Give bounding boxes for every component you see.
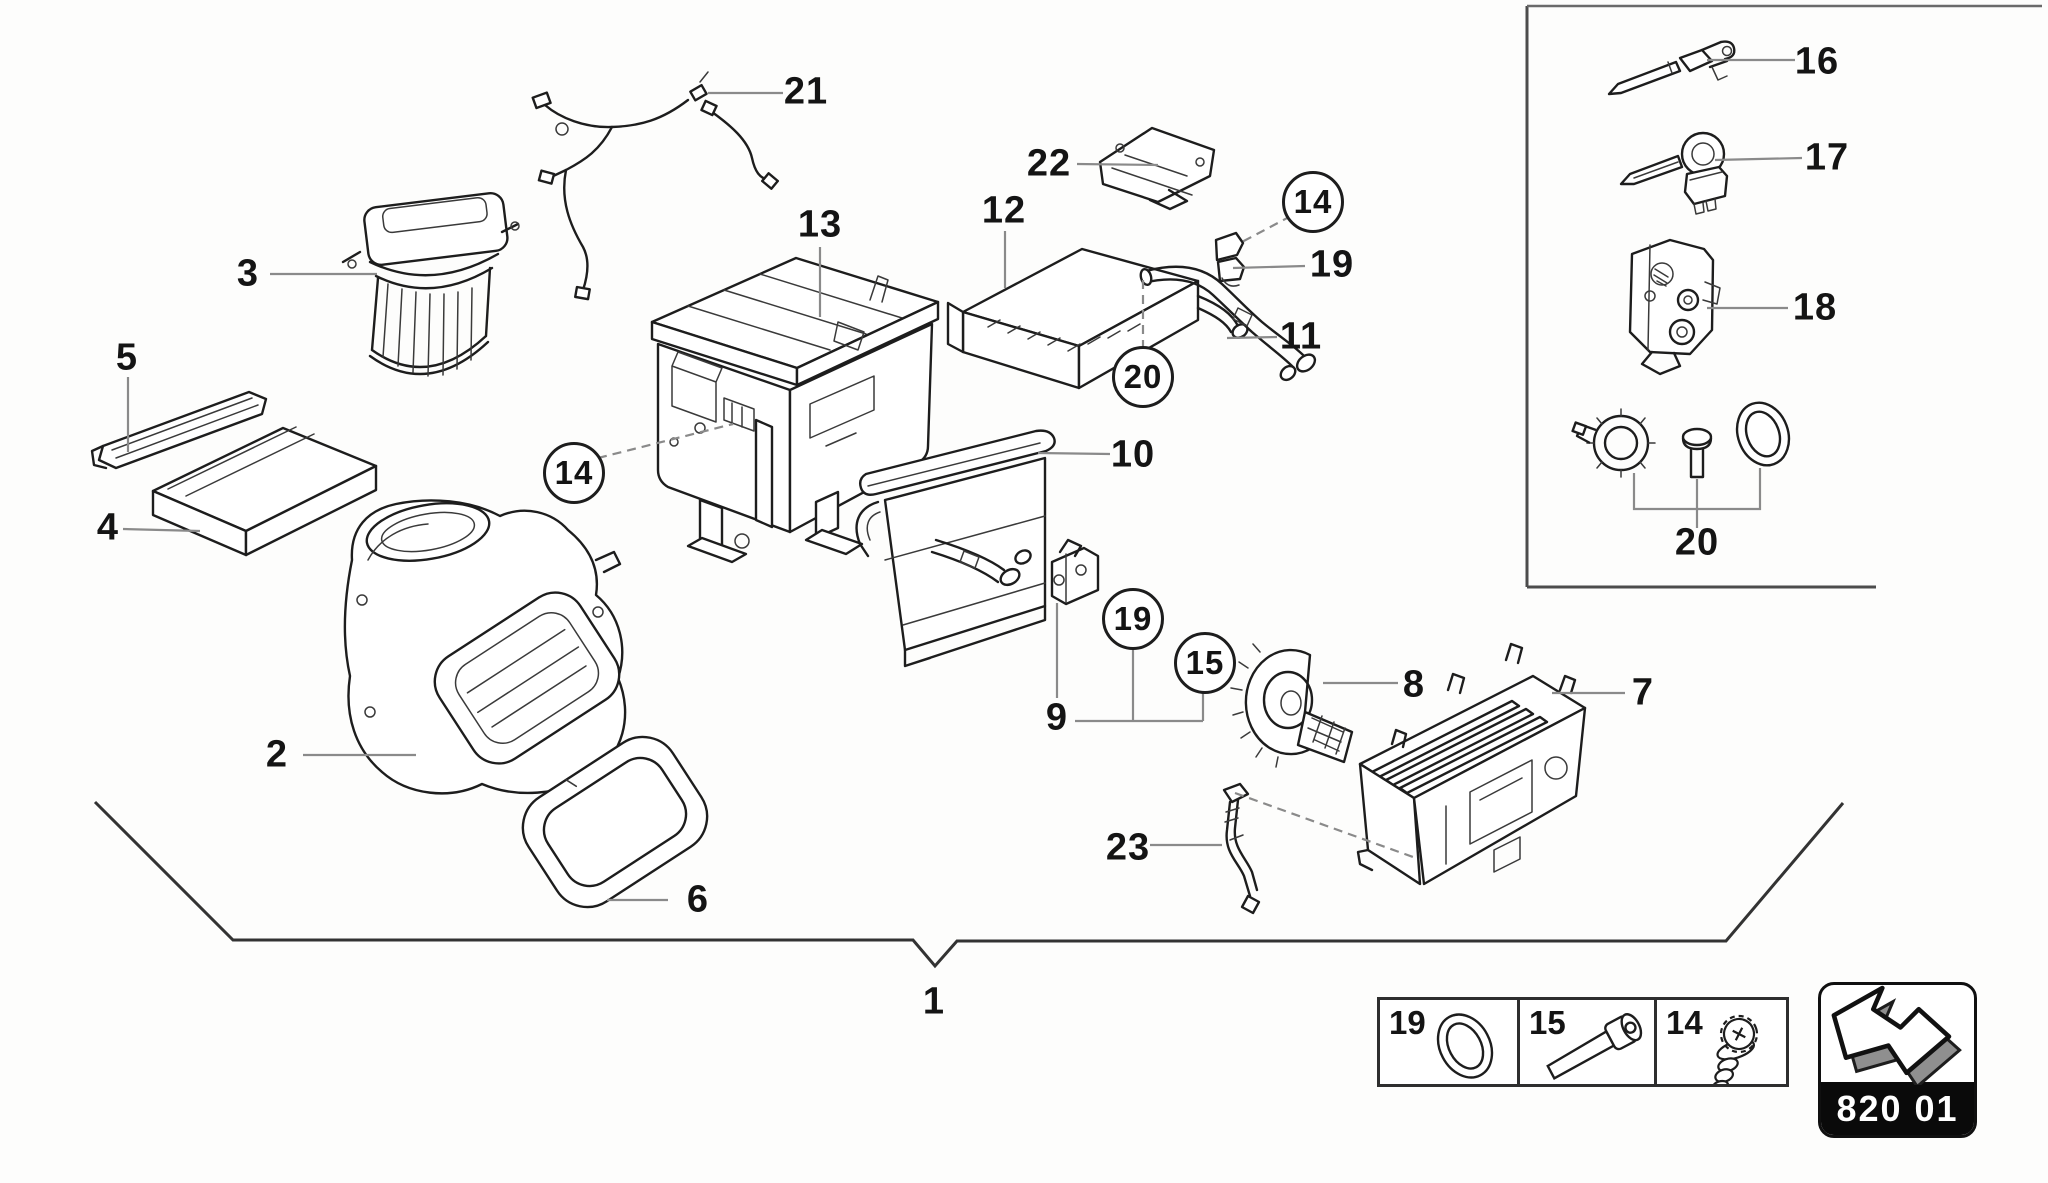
socket-head-bolt-icon <box>1546 1013 1643 1080</box>
callout-7: 7 <box>1631 671 1655 714</box>
callout-23: 23 <box>1105 826 1151 869</box>
part-21-wiring-harness <box>531 71 780 301</box>
legend-cell-oring: 19 <box>1380 1000 1520 1084</box>
badge-code: 820 01 <box>1821 1082 1974 1135</box>
direction-arrow-3d-icon <box>1831 985 1962 1085</box>
callout-3: 3 <box>236 252 260 295</box>
callout-21: 21 <box>783 70 829 113</box>
part-23-condensate-drain <box>1222 782 1261 915</box>
callout-1: 1 <box>922 980 946 1023</box>
part-9-expansion-valve <box>1050 538 1100 606</box>
catalog-sheet-badge: 820 01 <box>1818 982 1977 1138</box>
callout-circled-15: 15 <box>1174 632 1236 694</box>
callout-12: 12 <box>981 189 1027 232</box>
callout-circled-14: 14 <box>1282 171 1344 233</box>
part-2-intake-housing <box>343 499 627 795</box>
part-11-refrigerant-pipes <box>1139 265 1317 382</box>
legend-cell-screw: 14 <box>1657 1000 1789 1093</box>
assembly-bracket-line <box>93 800 1845 969</box>
part-18-flap-actuator <box>1628 238 1721 376</box>
legend-cell-bolt: 15 <box>1520 1000 1657 1084</box>
callout-circled-14: 14 <box>543 442 605 504</box>
callout-16: 16 <box>1794 40 1840 83</box>
part-6-duct-seal <box>521 735 709 909</box>
sensor-box-frame <box>1525 4 2042 589</box>
legend-label: 15 <box>1529 1004 1566 1041</box>
callout-10: 10 <box>1110 433 1156 476</box>
callout-circled-19: 19 <box>1102 588 1164 650</box>
part-10-evaporator <box>855 429 1056 668</box>
callout-13: 13 <box>797 203 843 246</box>
callout-11: 11 <box>1279 315 1323 358</box>
callout-5: 5 <box>115 336 139 379</box>
part-12-heater-core <box>946 247 1249 390</box>
part-17-sensor <box>1619 131 1729 215</box>
badge-arrow-zone <box>1821 985 1974 1085</box>
leader-lines <box>122 58 1803 902</box>
callout-9: 9 <box>1045 696 1069 739</box>
part-20-clamp-bolt-oring-group <box>1571 401 1791 479</box>
legend-label: 14 <box>1666 1004 1703 1041</box>
part-3-blower-motor <box>341 191 520 377</box>
part-19-retaining-clamp <box>1214 231 1246 287</box>
part-22-mounting-bracket <box>1098 126 1216 211</box>
part-13-hvac-main-unit <box>650 256 940 564</box>
callout-6: 6 <box>686 878 710 921</box>
callout-20: 20 <box>1674 521 1720 564</box>
legend-label: 19 <box>1389 1004 1426 1041</box>
o-ring-gasket-icon <box>1436 1013 1494 1079</box>
part-7-lower-housing <box>1356 642 1587 886</box>
part-16-temperature-sensor <box>1607 40 1736 96</box>
part-5-filter-cover-rail <box>90 390 268 470</box>
fastener-legend-table: 19 15 14 <box>1377 997 1789 1093</box>
callout-22: 22 <box>1026 142 1072 185</box>
callout-4: 4 <box>96 506 120 549</box>
callout-circled-20: 20 <box>1112 346 1174 408</box>
part-8-blower-scroll <box>1230 643 1354 768</box>
callout-19: 19 <box>1309 243 1355 286</box>
callout-17: 17 <box>1804 136 1850 179</box>
callout-2: 2 <box>265 733 289 776</box>
callout-8: 8 <box>1402 663 1426 706</box>
callout-18: 18 <box>1792 286 1838 329</box>
part-4-cabin-filter <box>151 426 378 557</box>
